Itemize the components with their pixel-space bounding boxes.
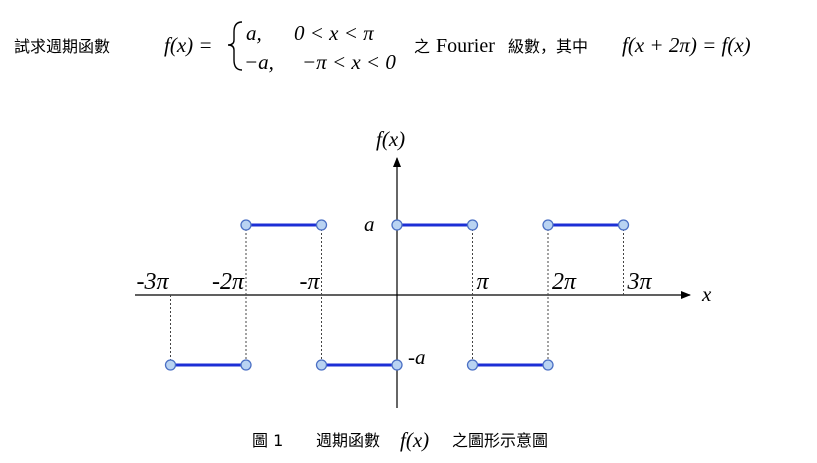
- caption-text-after: 之圖形示意圖: [452, 431, 548, 450]
- x-tick-label: π: [477, 269, 490, 295]
- a-level-label: a: [364, 212, 375, 236]
- endpoint-marker: [315, 359, 328, 371]
- caption-text-before: 週期函數: [316, 431, 380, 450]
- periodicity-equation: f(x + 2π) = f(x): [622, 33, 751, 57]
- problem-suffix: 級數，其中: [508, 37, 588, 56]
- x-tick-label: -2π: [212, 269, 245, 295]
- endpoint-markers: [164, 219, 630, 371]
- function-segments: [170, 223, 624, 367]
- caption-label: 圖 1: [252, 431, 283, 450]
- endpoint-marker: [315, 219, 328, 231]
- endpoint-marker: [542, 359, 554, 371]
- x-tick-label: 3π: [627, 269, 653, 295]
- case2-condition: −π < x < 0: [302, 50, 396, 74]
- case1-value: a,: [246, 21, 262, 45]
- endpoint-marker: [466, 359, 479, 371]
- cases-brace: [227, 21, 243, 71]
- endpoint-marker: [391, 219, 403, 231]
- x-tick-label: -π: [299, 269, 320, 295]
- endpoint-marker: [466, 219, 479, 231]
- endpoint-marker: [542, 219, 554, 231]
- endpoint-marker: [240, 219, 252, 231]
- dashed-guides: [170, 225, 624, 365]
- x-tick-label: -3π: [136, 269, 169, 295]
- neg-a-level-label: -a: [408, 345, 426, 369]
- x-tick-label: 2π: [552, 269, 577, 295]
- endpoint-marker: [617, 219, 630, 231]
- figure-caption: 圖 1 週期函數 f(x) 之圖形示意圖: [252, 428, 548, 452]
- endpoint-marker: [391, 359, 403, 371]
- x-axis-label: x: [701, 282, 712, 306]
- case1-condition: 0 < x < π: [294, 21, 374, 45]
- x-tick-labels: -3π -2π -π π 2π 3π: [136, 269, 652, 295]
- caption-function: f(x): [400, 428, 429, 452]
- problem-prefix: 試求週期函數: [14, 37, 110, 56]
- case2-value: −a,: [244, 50, 274, 74]
- fourier-word: Fourier: [436, 35, 495, 57]
- function-lhs: f(x) =: [164, 33, 213, 57]
- endpoint-marker: [240, 359, 252, 371]
- periodic-function-graph: -3π -2π -π π 2π 3π f(x) x a -a: [135, 127, 712, 408]
- endpoint-marker: [164, 359, 177, 371]
- problem-statement: 試求週期函數 f(x) = a, 0 < x < π −a, −π < x < …: [14, 21, 751, 74]
- y-axis-label: f(x): [376, 127, 405, 151]
- problem-middle: 之: [414, 37, 430, 56]
